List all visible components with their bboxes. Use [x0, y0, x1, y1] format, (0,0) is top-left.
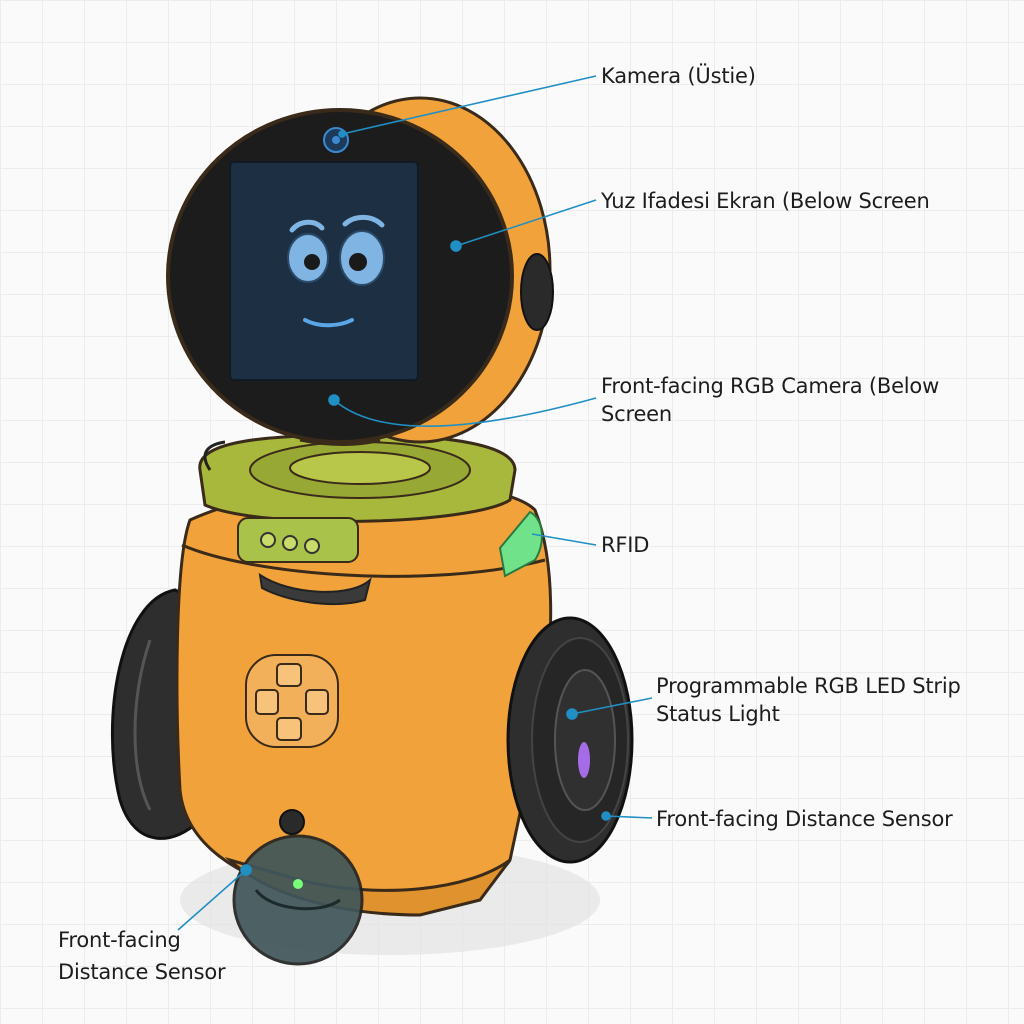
- leader-distance-right: [605, 815, 653, 819]
- dpad: [245, 654, 339, 748]
- label-camera-top: Kamera (Üstie): [601, 64, 756, 88]
- label-face-screen: Yuz Ifadesi Ekran (Below Screen: [601, 189, 930, 213]
- label-led-strip: Programmable RGB LED Strip Status Light: [656, 672, 961, 728]
- button-panel: [237, 517, 359, 563]
- rfid-light: [498, 510, 543, 578]
- label-rgb-camera: Front-facing RGB Camera (Below Screen: [601, 372, 939, 428]
- small-sensor: [279, 809, 305, 835]
- label-led-strip-line1: Programmable RGB LED Strip: [656, 674, 961, 698]
- neck-collar: [198, 433, 517, 523]
- label-distance-left-line2: Distance Sensor: [58, 960, 226, 984]
- label-rgb-camera-line1: Front-facing RGB Camera (Below: [601, 374, 940, 398]
- label-rgb-camera-line2: Screen: [601, 402, 672, 426]
- label-distance-left: Front-facing Distance Sensor: [58, 924, 226, 988]
- label-led-strip-line2: Status Light: [656, 702, 780, 726]
- leader-face-screen: [455, 199, 597, 247]
- robot-face: [287, 214, 385, 328]
- robot-body: [175, 481, 553, 917]
- label-rfid: RFID: [601, 533, 650, 557]
- leader-distance-left: [177, 869, 247, 931]
- leader-rfid: [531, 533, 597, 546]
- label-distance-left-line1: Front-facing: [58, 928, 181, 952]
- leader-camera-top: [341, 75, 597, 135]
- right-wheel: [506, 616, 634, 864]
- leader-lines: [177, 75, 653, 931]
- distance-sensor: [232, 834, 364, 966]
- robot-head: [166, 96, 554, 446]
- leader-rgb-camera: [333, 397, 597, 427]
- leader-led: [571, 697, 653, 715]
- label-distance-right: Front-facing Distance Sensor: [656, 807, 953, 831]
